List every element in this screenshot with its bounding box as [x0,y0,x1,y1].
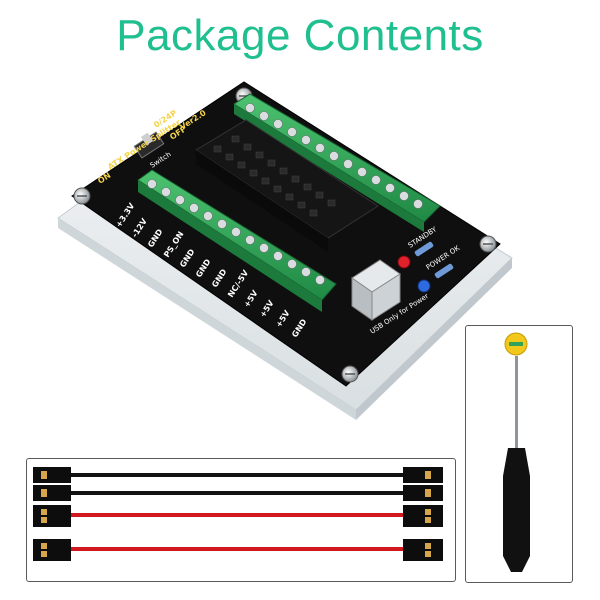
pcb-board [71,81,501,387]
terminal-block-upper [233,93,441,232]
led-indicators [397,241,454,293]
screwdriver-icon [503,332,530,572]
jumper-cable [33,505,443,527]
screwdriver-panel [465,325,573,583]
usb-port [351,259,401,321]
jumper-cable [33,467,443,483]
jumper-cable [33,539,443,561]
page-title: Package Contents [116,11,484,60]
cables-panel [26,458,456,582]
jumper-cables [33,467,443,561]
terminal-block-lower [137,169,337,312]
mounting-screw-icon [73,87,497,383]
jumper-cable [33,485,443,501]
atx-24pin-connector [195,119,379,252]
power-switch [133,131,165,159]
